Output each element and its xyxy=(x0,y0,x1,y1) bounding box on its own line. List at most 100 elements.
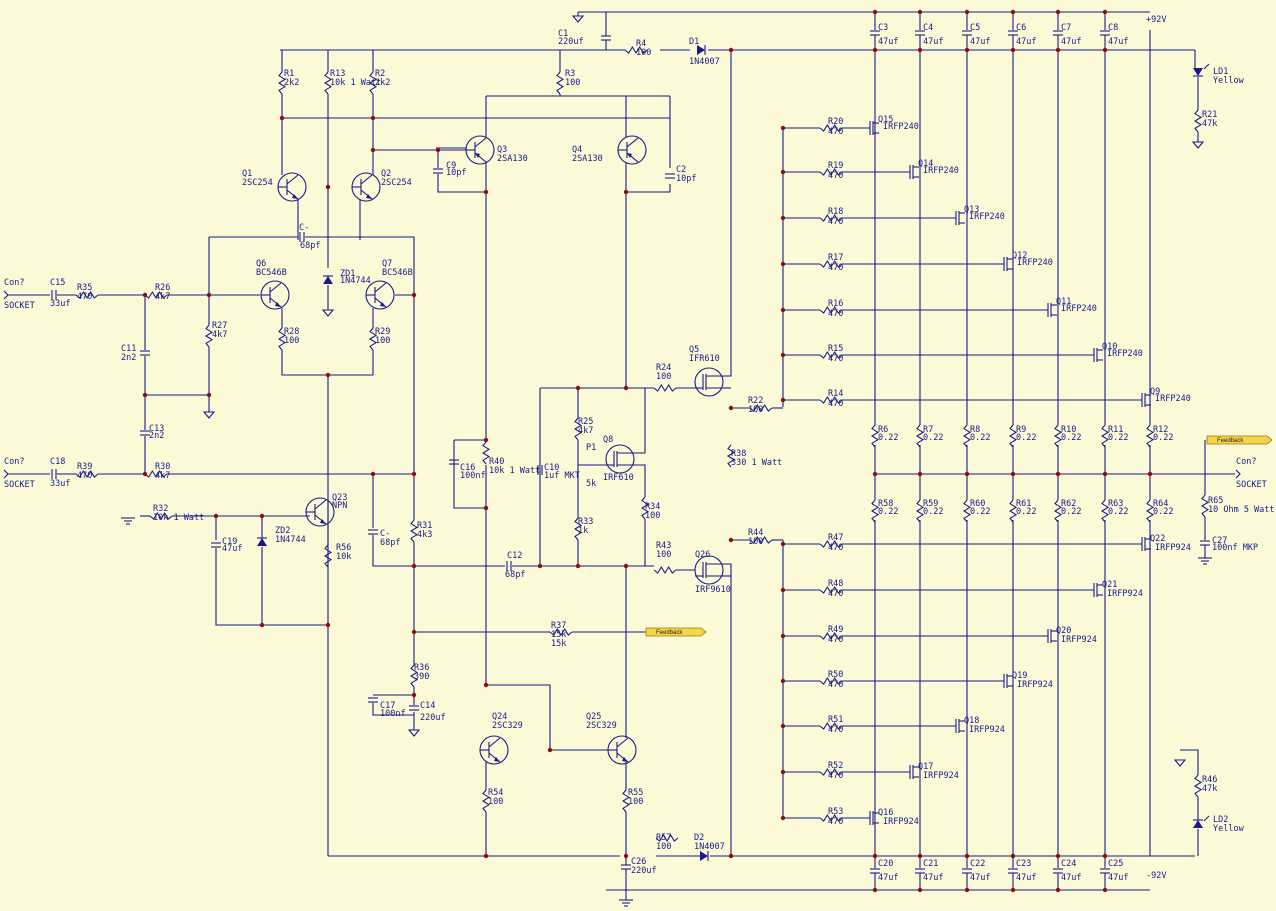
junction xyxy=(483,682,489,688)
wire xyxy=(486,684,610,751)
junction xyxy=(435,147,441,153)
value-r38: 330 1 Watt xyxy=(731,458,782,468)
transistor-q1 xyxy=(277,172,307,202)
value-r13: 10k 1 Watt xyxy=(330,78,381,88)
value-c20: 47uf xyxy=(878,873,898,883)
wire xyxy=(723,563,732,856)
value-r30: 4k7 xyxy=(155,471,170,481)
junction xyxy=(917,471,923,477)
resistor-r58 xyxy=(870,499,880,523)
ref-r18: R18 xyxy=(828,207,843,217)
value-c7: 47uf xyxy=(1061,37,1081,47)
ref-q19: Q19 xyxy=(1012,671,1027,681)
ref-r9: R9 xyxy=(1016,425,1026,435)
ref-r59: R59 xyxy=(923,499,938,509)
resistor-r57 xyxy=(655,833,679,843)
type-q21: IRFP924 xyxy=(1107,589,1143,599)
junction xyxy=(411,292,417,298)
junction xyxy=(142,471,148,477)
ref-c7: C7 xyxy=(1061,23,1071,33)
value-r65: 10 Ohm 5 Watt xyxy=(1208,505,1275,515)
resistor-r50 xyxy=(819,676,843,686)
value-c18: 33uf xyxy=(50,479,70,489)
junction xyxy=(411,471,417,477)
ref-q5: Q5 xyxy=(689,345,699,355)
ref-r60: R60 xyxy=(970,499,985,509)
value-c26: 220uf xyxy=(631,866,657,876)
value-r63: 0.22 xyxy=(1108,507,1128,517)
value-ld2: Yellow xyxy=(1213,824,1245,834)
resistor-r13 xyxy=(323,71,333,95)
ref-zd1: ZD1 xyxy=(340,269,355,279)
ref-r10: R10 xyxy=(1061,425,1076,435)
junction xyxy=(1147,471,1153,477)
capacitor-c6 xyxy=(1008,30,1018,36)
ref-c21: C21 xyxy=(923,859,938,869)
ref-c16: C16 xyxy=(460,463,475,473)
junction xyxy=(917,47,923,53)
ref-r52: R52 xyxy=(828,761,843,771)
value-c4: 47uf xyxy=(923,37,943,47)
mosfet-q26 xyxy=(694,555,724,585)
capacitor-c9 xyxy=(433,168,443,174)
junction xyxy=(1102,47,1108,53)
wire xyxy=(453,440,486,509)
junction xyxy=(780,125,786,131)
resistor-r24 xyxy=(653,383,677,393)
power-mosfet-q13 xyxy=(955,211,965,225)
junction xyxy=(623,853,629,859)
power-mosfet-q12 xyxy=(1003,257,1013,271)
ref-r64: R64 xyxy=(1153,499,1168,509)
connector-in2 xyxy=(3,469,9,479)
value-c27: 100nf MKP xyxy=(1212,543,1258,553)
resistor-r46 xyxy=(1193,774,1203,798)
value-c8: 47uf xyxy=(1108,37,1128,47)
junction xyxy=(483,189,489,195)
value-r57: 100 xyxy=(656,842,671,852)
power-mosfet-q11 xyxy=(1047,303,1057,317)
junction xyxy=(623,189,629,195)
value-c12: 68pf xyxy=(505,570,525,580)
ref-q4: Q4 xyxy=(572,145,582,155)
junction xyxy=(206,292,212,298)
wire xyxy=(281,350,373,376)
capacitor-c22 xyxy=(962,868,972,874)
value-r26: 4k7 xyxy=(155,292,170,302)
resistor-r6 xyxy=(870,424,880,448)
resistor-r30 xyxy=(144,469,168,479)
value-r44: 100 xyxy=(748,537,763,547)
ref-q11: Q11 xyxy=(1056,297,1071,307)
value-r1: 2k2 xyxy=(284,78,299,88)
ref-r19: R19 xyxy=(828,161,843,171)
resistor-r47 xyxy=(819,539,843,549)
resistor-r26 xyxy=(144,290,168,300)
resistor-r21 xyxy=(1193,109,1203,133)
ref-r44: R44 xyxy=(748,528,763,538)
ref-r22: R22 xyxy=(748,396,763,406)
ref-r21: R21 xyxy=(1202,110,1217,120)
type-q15: IRFP240 xyxy=(883,122,919,132)
resistor-r34 xyxy=(640,496,650,520)
ref-q25: Q25 xyxy=(586,712,601,722)
resistor-r2 xyxy=(368,71,378,95)
resistor-r32 xyxy=(149,511,173,521)
ref-q12: Q12 xyxy=(1012,251,1027,261)
ref-c8: C8 xyxy=(1108,23,1118,33)
ref-r35: R35 xyxy=(77,283,92,293)
resistor-r11 xyxy=(1100,424,1110,448)
value-q24: 2SC329 xyxy=(492,721,523,731)
ref-c3: C3 xyxy=(878,23,888,33)
value-c14: 220uf xyxy=(420,713,446,723)
capacitor-c13 xyxy=(140,430,150,436)
junction xyxy=(780,215,786,221)
resistor-r8 xyxy=(962,424,972,448)
junction xyxy=(279,115,285,121)
ref-r36: R36 xyxy=(414,663,429,673)
capacitor-c3 xyxy=(870,30,880,36)
capacitor-cm2 xyxy=(368,529,378,535)
ref-c22: C22 xyxy=(970,859,985,869)
ref-c18: C18 xyxy=(50,457,65,467)
junction xyxy=(370,115,376,121)
junction xyxy=(1010,853,1016,859)
ref-q21: Q21 xyxy=(1102,580,1117,590)
